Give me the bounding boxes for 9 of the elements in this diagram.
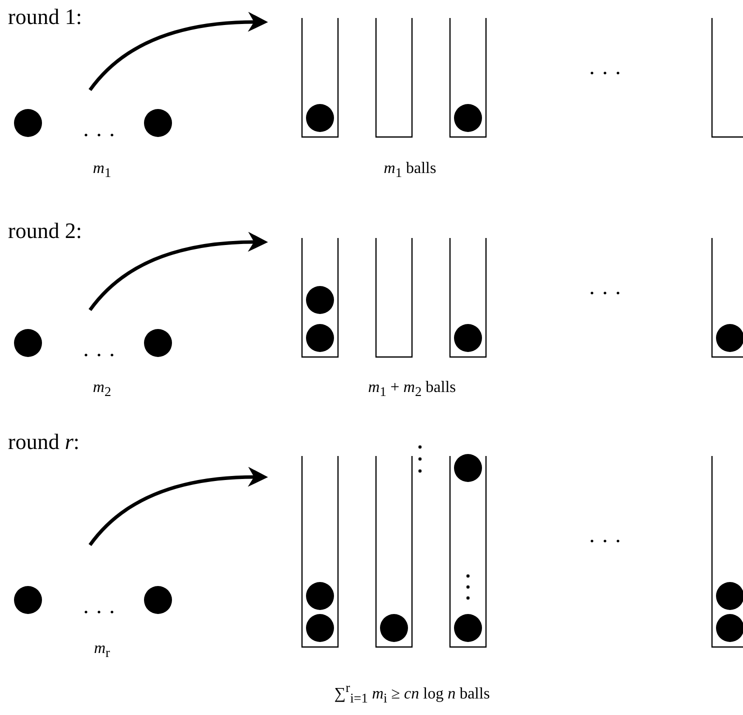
total-balls-label: ∑$^{r}$$_{i=1}$ m$_{i}$ ≥ cn log n balls xyxy=(334,681,490,706)
round-label: round 2: xyxy=(8,219,82,244)
ball-count-label: m$_{2}$ xyxy=(92,379,112,400)
round-label: round 1: xyxy=(8,5,82,30)
round-label: round r: xyxy=(8,430,80,454)
ball-count-label: m$_{1}$ balls xyxy=(384,160,436,181)
ball-count-label: m$_{1}$ + m$_{2}$ balls xyxy=(368,379,456,400)
ball-count-label: m$_{r}$ xyxy=(94,640,110,661)
ball-count-label: m$_{1}$ xyxy=(92,160,112,181)
